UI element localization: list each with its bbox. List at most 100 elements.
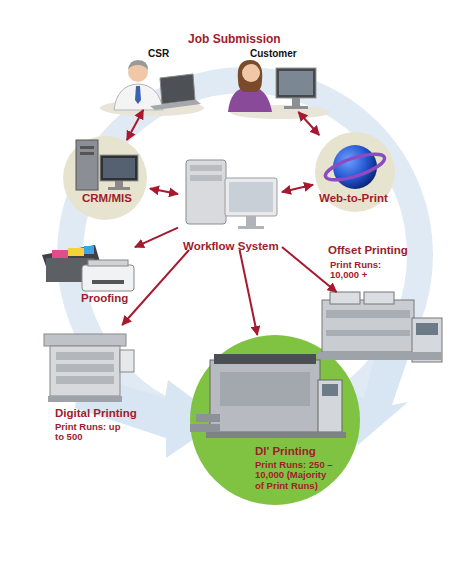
di-press-illustration <box>210 360 320 432</box>
offset-press-illustration <box>322 300 414 352</box>
crm-illustration <box>80 152 94 155</box>
proofing-illustration <box>88 260 128 266</box>
csr-illustration <box>160 74 195 104</box>
customer-illustration <box>279 71 313 95</box>
customer-illustration <box>228 60 330 119</box>
workflow-illustration <box>186 160 226 224</box>
node-label: Customer <box>250 48 320 59</box>
workflow-illustration <box>190 175 222 181</box>
node-label: CRM/MIS <box>82 192 152 205</box>
offset-press-illustration <box>318 352 442 360</box>
proofing-illustration <box>82 265 134 291</box>
web-illustration <box>333 145 377 189</box>
node-label: CSR <box>148 48 188 59</box>
print-runs-note: Print Runs: 250 – 10,000 (Majority of Pr… <box>255 460 335 491</box>
print-runs-note: Print Runs: up to 500 <box>55 422 121 443</box>
di-press-illustration <box>206 432 346 438</box>
csr-illustration <box>135 86 141 104</box>
node-label: Web-to-Print <box>319 192 409 205</box>
di-circle <box>190 335 360 505</box>
digital-press-illustration <box>44 334 134 402</box>
flow-arrow <box>127 110 143 140</box>
csr-illustration <box>128 60 148 70</box>
workflow-illustration <box>186 160 277 229</box>
digital-press-illustration <box>56 364 114 372</box>
proofing-illustration <box>84 246 94 254</box>
digital-press-illustration <box>48 396 122 402</box>
crm-illustration <box>63 136 147 220</box>
proofing-illustration <box>52 250 68 258</box>
crm-illustration <box>63 136 147 220</box>
customer-illustration <box>284 106 308 109</box>
proofing-illustration <box>92 280 124 284</box>
di-press-illustration <box>322 384 338 396</box>
flow-arrow <box>240 250 258 335</box>
crm-illustration <box>108 187 130 190</box>
digital-press-illustration <box>44 334 126 346</box>
node-box: Proofing <box>35 240 135 300</box>
workflow-illustration <box>238 226 264 229</box>
di-press-illustration <box>190 424 220 432</box>
workflow-illustration <box>190 165 222 171</box>
group-heading: Job Submission <box>188 32 308 46</box>
flow-arrow <box>150 189 178 194</box>
workflow-illustration <box>225 178 277 216</box>
customer-illustration <box>276 68 316 98</box>
offset-press-illustration <box>326 330 410 336</box>
workflow-illustration <box>229 182 273 212</box>
flow-arrow <box>122 250 189 325</box>
node-box: CSR <box>115 56 201 110</box>
node-label: Digital Printing <box>55 407 165 420</box>
offset-press-illustration <box>416 323 438 335</box>
node-box: Customer <box>224 56 322 112</box>
flow-arrow <box>282 185 313 192</box>
digital-press-illustration <box>56 376 114 384</box>
di-press-illustration <box>318 380 342 432</box>
di-press-illustration <box>196 414 220 422</box>
offset-press-illustration <box>364 292 394 304</box>
csr-illustration <box>100 60 204 116</box>
node-box: Offset PrintingPrint Runs: 10,000 + <box>318 292 442 364</box>
offset-press-illustration <box>326 310 410 318</box>
web-illustration <box>323 149 388 185</box>
flow-swoosh <box>70 80 420 458</box>
digital-press-illustration <box>50 346 120 396</box>
node-label: Workflow System <box>183 240 293 253</box>
proofing-illustration <box>68 248 84 256</box>
flow-arrow <box>282 247 337 292</box>
node-box: DI' PrintingPrint Runs: 250 – 10,000 (Ma… <box>190 335 360 505</box>
csr-illustration <box>150 100 201 110</box>
crm-illustration <box>100 155 138 181</box>
crm-illustration <box>80 146 94 149</box>
di-press-illustration <box>214 354 316 364</box>
di-press-illustration <box>190 354 346 438</box>
customer-illustration <box>238 60 263 92</box>
node-box: CRM/MIS <box>60 140 150 220</box>
crm-illustration <box>76 140 98 190</box>
node-box: Workflow System <box>178 158 282 250</box>
digital-press-illustration <box>56 352 114 360</box>
node-box: Digital PrintingPrint Runs: up to 500 <box>38 325 135 405</box>
node-label: Offset Printing <box>328 244 438 257</box>
di-press-illustration <box>220 372 310 406</box>
customer-illustration <box>292 98 300 106</box>
proofing-illustration <box>42 245 134 291</box>
flow-arrow <box>135 228 178 248</box>
workflow-illustration <box>246 216 256 226</box>
crm-illustration <box>115 181 123 187</box>
di-circle <box>190 335 360 505</box>
crm-illustration <box>103 158 135 178</box>
digital-press-illustration <box>120 350 134 372</box>
customer-illustration <box>242 64 260 82</box>
offset-press-illustration <box>318 292 442 362</box>
print-runs-note: Print Runs: 10,000 + <box>330 260 394 281</box>
flow-arrow <box>298 112 319 135</box>
offset-press-illustration <box>330 292 360 304</box>
node-box: Web-to-Print <box>313 135 398 215</box>
node-label: DI' Printing <box>255 445 355 458</box>
node-label: Proofing <box>81 292 151 305</box>
